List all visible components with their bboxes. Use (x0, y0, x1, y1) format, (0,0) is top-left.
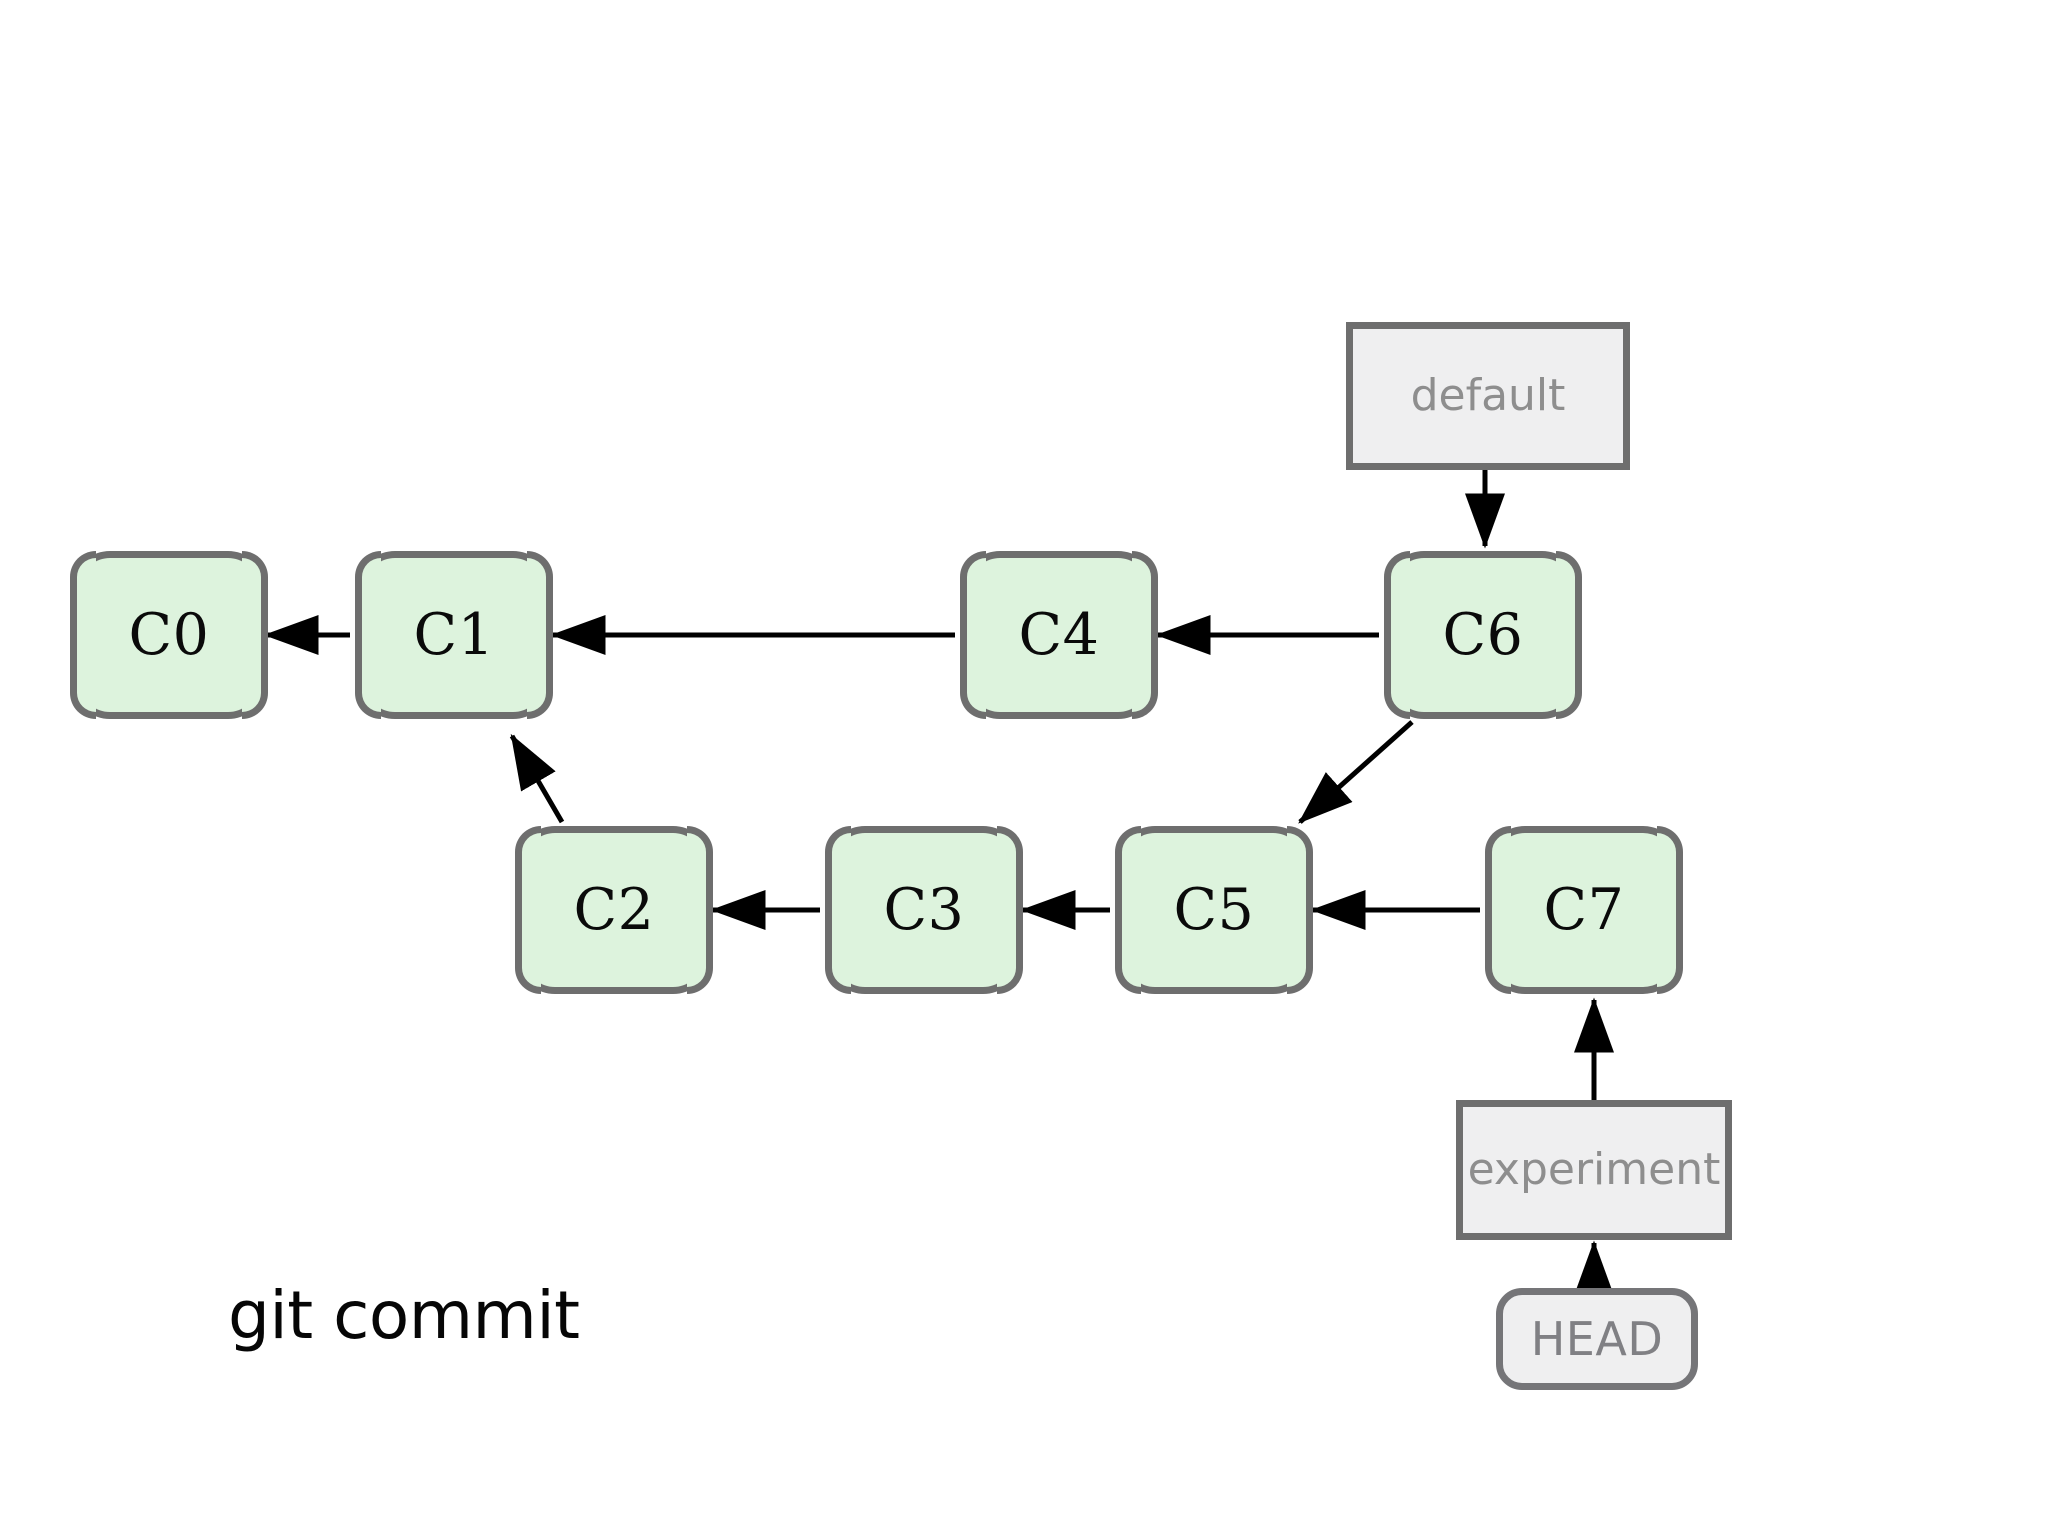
commit-label: C6 (1442, 601, 1524, 668)
commit-node-c5[interactable]: C5 (1115, 826, 1313, 994)
edge-c6-to-c5 (1298, 720, 1414, 824)
commit-label: C2 (573, 876, 655, 943)
branch-label-default[interactable]: default (1346, 322, 1630, 470)
commit-node-c2[interactable]: C2 (515, 826, 713, 994)
commit-label: C1 (413, 601, 495, 668)
commit-node-c4[interactable]: C4 (960, 551, 1158, 719)
diagram-caption: git commit (228, 1277, 580, 1354)
head-pointer-label: HEAD (1530, 1312, 1664, 1366)
head-pointer[interactable]: HEAD (1496, 1288, 1698, 1390)
commit-node-c3[interactable]: C3 (825, 826, 1023, 994)
commit-label: C7 (1543, 876, 1625, 943)
commit-label: C0 (128, 601, 210, 668)
commit-node-c6[interactable]: C6 (1384, 551, 1582, 719)
commit-label: C4 (1018, 601, 1100, 668)
commit-node-c0[interactable]: C0 (70, 551, 268, 719)
branch-label-text: default (1410, 370, 1566, 421)
commit-node-c1[interactable]: C1 (355, 551, 553, 719)
commit-node-c7[interactable]: C7 (1485, 826, 1683, 994)
branch-label-text: experiment (1467, 1144, 1721, 1195)
edge-c2-to-c1 (509, 733, 565, 824)
branch-label-experiment[interactable]: experiment (1456, 1100, 1732, 1240)
commit-label: C3 (883, 876, 965, 943)
commit-label: C5 (1173, 876, 1255, 943)
